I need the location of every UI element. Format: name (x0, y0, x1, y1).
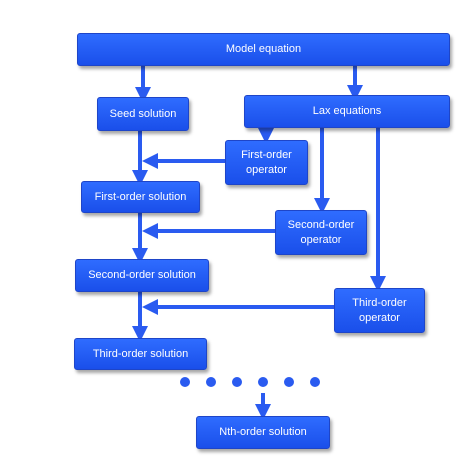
first-order-operator-box: First-order operator (225, 140, 308, 185)
third-order-solution-box: Third-order solution (74, 338, 207, 370)
nth-order-solution-box: Nth-order solution (196, 416, 330, 449)
second-order-operator-box: Second-order operator (275, 210, 367, 255)
ellipsis-dot (232, 377, 242, 387)
ellipsis-dot (310, 377, 320, 387)
ellipsis-dots (180, 377, 320, 387)
model-equation-box: Model equation (77, 33, 450, 66)
ellipsis-dot (284, 377, 294, 387)
ellipsis-dot (258, 377, 268, 387)
second-order-solution-box: Second-order solution (75, 259, 209, 292)
ellipsis-dot (180, 377, 190, 387)
ellipsis-dot (206, 377, 216, 387)
first-order-solution-box: First-order solution (81, 181, 200, 213)
third-order-operator-box: Third-order operator (334, 288, 425, 333)
seed-solution-box: Seed solution (97, 97, 189, 131)
lax-equations-box: Lax equations (244, 95, 450, 128)
